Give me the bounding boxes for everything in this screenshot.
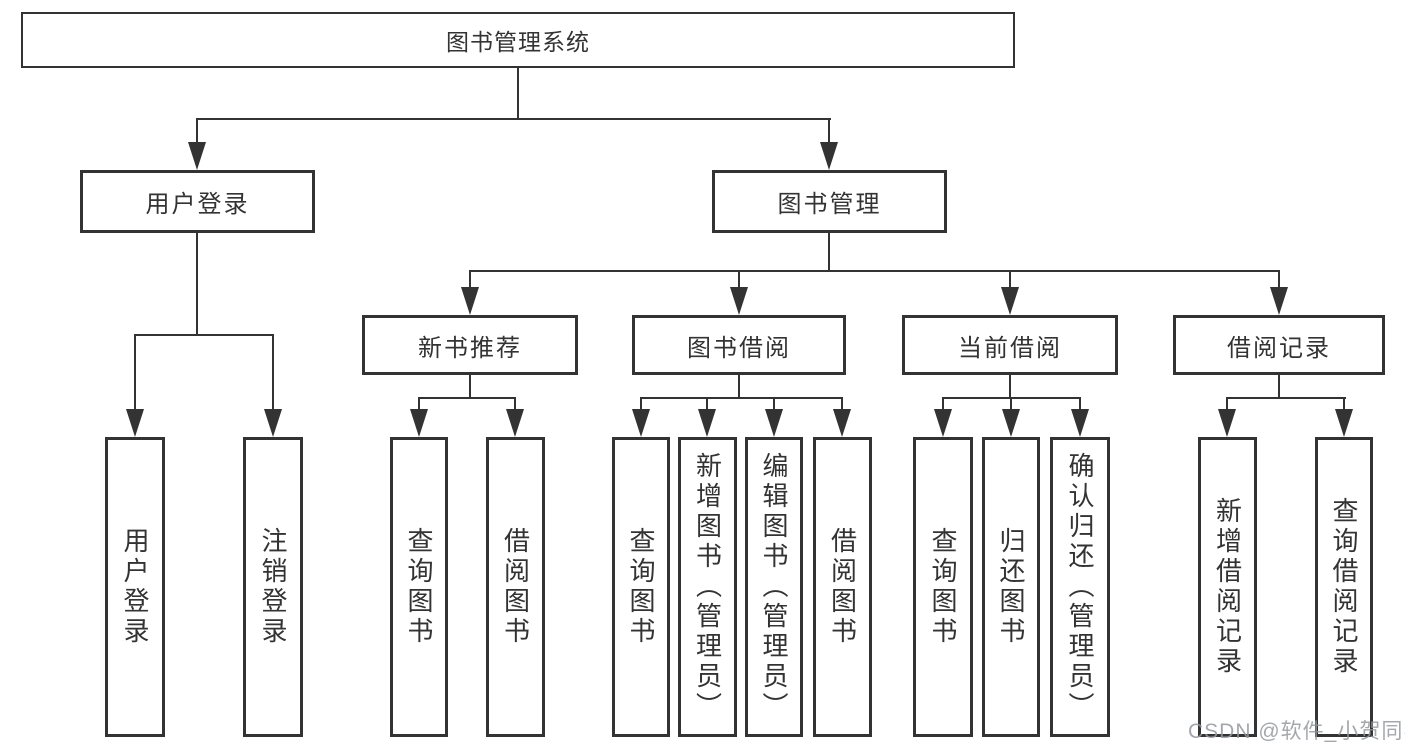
connector-records-bar bbox=[1226, 397, 1346, 399]
connector-recommend-bar bbox=[418, 397, 516, 399]
arrow-down-icon bbox=[1218, 409, 1236, 437]
connector-line bbox=[1226, 397, 1228, 411]
node-label: 归还图书 bbox=[996, 527, 1026, 647]
node-label: 确认归还（管理员） bbox=[1065, 452, 1095, 722]
arrow-down-icon bbox=[1002, 409, 1020, 437]
node-label: 图书管理 bbox=[777, 191, 882, 218]
connector-recommend-stem bbox=[469, 375, 471, 398]
arrow-down-icon bbox=[765, 409, 783, 437]
arrow-down-icon bbox=[126, 409, 144, 437]
arrow-down-icon bbox=[264, 409, 282, 437]
arrow-down-icon bbox=[1001, 287, 1019, 315]
connector-line bbox=[1010, 397, 1012, 411]
connector-line bbox=[134, 334, 136, 411]
node-label: 查询借阅记录 bbox=[1329, 497, 1359, 677]
connector-line bbox=[514, 397, 516, 411]
arrow-down-icon bbox=[461, 287, 479, 315]
node-current-borrow: 当前借阅 bbox=[902, 315, 1118, 375]
node-book-borrow: 图书借阅 bbox=[632, 315, 846, 375]
node-label: 新增图书（管理员） bbox=[692, 452, 723, 722]
connector-line bbox=[1079, 397, 1081, 411]
connector-line bbox=[1278, 270, 1280, 289]
node-label: 图书借阅 bbox=[687, 334, 791, 362]
node-user-login: 用户登录 bbox=[80, 170, 315, 233]
arrow-down-icon bbox=[820, 142, 838, 170]
leaf-borrow-books: 借阅图书 bbox=[813, 437, 872, 737]
connector-bookmgmt-stem bbox=[828, 233, 830, 271]
leaf-add-borrow-record: 新增借阅记录 bbox=[1198, 437, 1257, 737]
arrow-down-icon bbox=[730, 287, 748, 315]
leaf-edit-book-admin: 编辑图书（管理员） bbox=[745, 437, 803, 737]
connector-line bbox=[738, 270, 740, 289]
node-label: 新书推荐 bbox=[418, 334, 522, 362]
connector-line bbox=[942, 397, 944, 411]
connector-root-bar bbox=[196, 118, 831, 120]
leaf-query-books-current: 查询图书 bbox=[913, 437, 973, 737]
node-label: 借阅图书 bbox=[827, 527, 858, 647]
arrow-down-icon bbox=[698, 409, 716, 437]
leaf-return-book: 归还图书 bbox=[982, 437, 1040, 737]
node-label: 新增借阅记录 bbox=[1212, 497, 1243, 677]
connector-line bbox=[418, 397, 420, 411]
connector-records-stem bbox=[1278, 375, 1280, 398]
csdn-watermark: CSDN @软件_小贺同学 bbox=[1188, 720, 1405, 743]
leaf-query-books-borrow: 查询图书 bbox=[612, 437, 670, 737]
connector-line bbox=[640, 397, 642, 411]
node-label: 注销登录 bbox=[258, 527, 288, 647]
node-label: 查询图书 bbox=[404, 527, 434, 647]
node-book-management: 图书管理 bbox=[712, 170, 947, 233]
node-label: 当前借阅 bbox=[958, 334, 1062, 362]
connector-line bbox=[1009, 270, 1011, 289]
node-label: 编辑图书（管理员） bbox=[759, 452, 789, 722]
connector-borrow-stem bbox=[738, 375, 740, 398]
connector-line bbox=[469, 270, 471, 289]
node-borrow-records: 借阅记录 bbox=[1173, 315, 1385, 375]
connector-userlogin-bar bbox=[134, 334, 274, 336]
leaf-query-books-recommend: 查询图书 bbox=[390, 437, 448, 737]
connector-line bbox=[1343, 397, 1345, 411]
arrow-down-icon bbox=[1071, 409, 1089, 437]
connector-bookmgmt-bar bbox=[469, 270, 1280, 272]
node-label: 查询图书 bbox=[928, 527, 958, 647]
connector-line bbox=[841, 397, 843, 411]
connector-line bbox=[196, 118, 198, 144]
leaf-borrow-books-recommend: 借阅图书 bbox=[486, 437, 545, 737]
arrow-down-icon bbox=[506, 409, 524, 437]
arrow-down-icon bbox=[188, 142, 206, 170]
node-label: 借阅图书 bbox=[500, 527, 531, 647]
leaf-logout: 注销登录 bbox=[243, 437, 303, 737]
arrow-down-icon bbox=[934, 409, 952, 437]
node-label: 用户登录 bbox=[145, 191, 250, 218]
arrow-down-icon bbox=[410, 409, 428, 437]
node-label: 用户登录 bbox=[120, 527, 150, 647]
node-label: 图书管理系统 bbox=[446, 29, 590, 55]
connector-current-stem bbox=[1009, 375, 1011, 398]
connector-userlogin-stem bbox=[196, 233, 198, 335]
node-label: 借阅记录 bbox=[1227, 334, 1331, 362]
node-new-book-recommend: 新书推荐 bbox=[362, 315, 578, 375]
connector-borrow-bar bbox=[640, 397, 843, 399]
leaf-query-borrow-record: 查询借阅记录 bbox=[1315, 437, 1373, 737]
leaf-confirm-return-admin: 确认归还（管理员） bbox=[1050, 437, 1110, 737]
node-label: 查询图书 bbox=[626, 527, 656, 647]
arrow-down-icon bbox=[1335, 409, 1353, 437]
connector-line bbox=[272, 334, 274, 411]
connector-line bbox=[706, 397, 708, 411]
leaf-add-book-admin: 新增图书（管理员） bbox=[678, 437, 737, 737]
leaf-user-login: 用户登录 bbox=[105, 437, 165, 737]
connector-line bbox=[828, 118, 830, 144]
arrow-down-icon bbox=[833, 409, 851, 437]
node-root: 图书管理系统 bbox=[21, 12, 1015, 68]
arrow-down-icon bbox=[1270, 287, 1288, 315]
connector-line bbox=[773, 397, 775, 411]
connector-root-stem bbox=[517, 66, 519, 119]
arrow-down-icon bbox=[632, 409, 650, 437]
